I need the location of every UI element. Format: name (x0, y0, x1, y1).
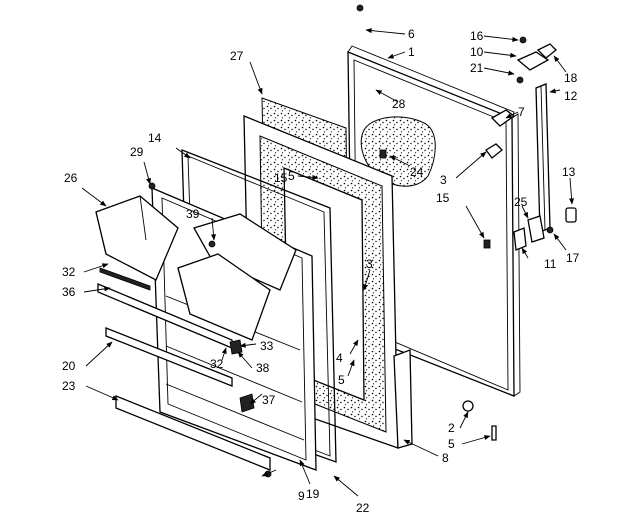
callout-12: 12 (564, 89, 578, 103)
callout-32b: 32 (210, 357, 224, 371)
callout-4: 4 (336, 351, 343, 365)
callout-13: 13 (562, 165, 576, 179)
callout-9: 9 (298, 489, 305, 503)
shelf-bar-20 (105, 327, 233, 387)
callout-5b: 5 (338, 373, 345, 387)
callout-32a: 32 (62, 265, 76, 279)
callout-33: 33 (260, 339, 274, 353)
callout-5c: 5 (448, 437, 455, 451)
callout-6: 6 (408, 27, 415, 41)
callout-37: 37 (262, 393, 276, 407)
callout-3b: 3 (440, 173, 447, 187)
handle-end-caps (513, 207, 577, 251)
callout-5a: 5 (288, 169, 295, 183)
callout-15b: 15 (436, 191, 450, 205)
callout-26: 26 (64, 171, 78, 185)
leader-lines (81, 28, 575, 497)
callout-8: 8 (442, 451, 449, 465)
callout-36: 36 (62, 285, 76, 299)
door-handle (535, 83, 551, 233)
callout-38: 38 (256, 361, 270, 375)
lower-door-bin (177, 253, 271, 341)
shelf-bar-23 (115, 395, 271, 471)
callout-23: 23 (62, 379, 76, 393)
callout-27: 27 (230, 49, 244, 63)
callout-1: 1 (408, 45, 415, 59)
callout-7: 7 (518, 105, 525, 119)
callout-15a: 15 (274, 171, 288, 185)
callout-20: 20 (62, 359, 76, 373)
callout-25: 25 (514, 195, 528, 209)
callout-18: 18 (564, 71, 578, 85)
shelf-bar-36 (97, 267, 233, 349)
callout-10: 10 (470, 45, 484, 59)
callout-39: 39 (186, 207, 200, 221)
callout-28: 28 (392, 97, 406, 111)
callout-16: 16 (470, 29, 484, 43)
callout-19: 19 (306, 487, 320, 501)
callout-3a: 3 (366, 257, 373, 271)
callout-17: 17 (566, 251, 580, 265)
callout-21: 21 (470, 61, 484, 75)
callout-14: 14 (148, 131, 162, 145)
callout-24: 24 (410, 165, 424, 179)
callout-29: 29 (130, 145, 144, 159)
callout-labels: 1 2 3 3 4 5 5 5 6 7 8 9 10 11 12 13 14 1… (62, 27, 580, 515)
top-hinge-assembly (485, 36, 557, 159)
callout-22: 22 (356, 501, 370, 515)
dairy-door-bin (95, 195, 179, 281)
callout-2: 2 (448, 421, 455, 435)
upper-door-bin (193, 213, 297, 291)
callout-11: 11 (544, 257, 557, 271)
